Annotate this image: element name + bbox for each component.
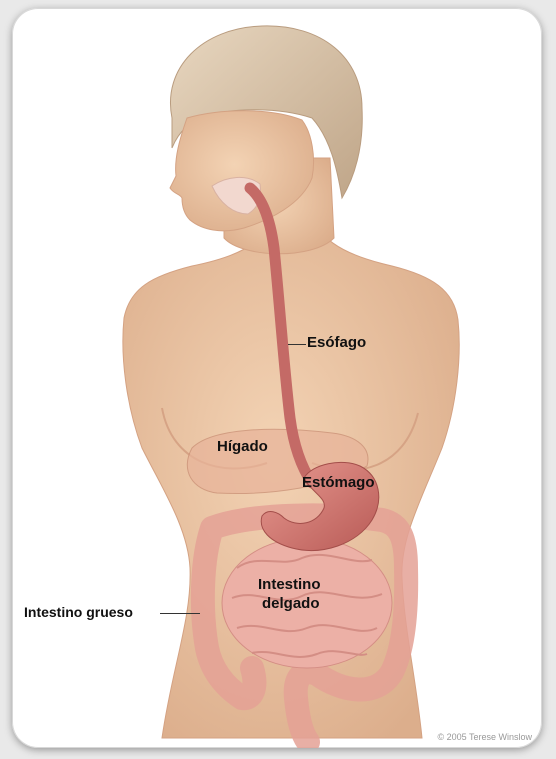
digestive-system-illustration (12, 8, 542, 748)
copyright-credit: © 2005 Terese Winslow (437, 732, 532, 742)
liver-label: Hígado (217, 438, 268, 455)
large-intestine-leader (160, 613, 200, 614)
large-intestine-label: Intestino grueso (24, 604, 133, 621)
stomach-label: Estómago (302, 474, 375, 491)
esophagus-label: Esófago (307, 334, 366, 351)
diagram-card: Esófago Hígado Estómago Intestino delgad… (12, 8, 542, 748)
small-intestine-label-line1: Intestino (258, 576, 321, 593)
small-intestine-label-line2: delgado (262, 595, 320, 612)
esophagus-leader (288, 344, 306, 345)
